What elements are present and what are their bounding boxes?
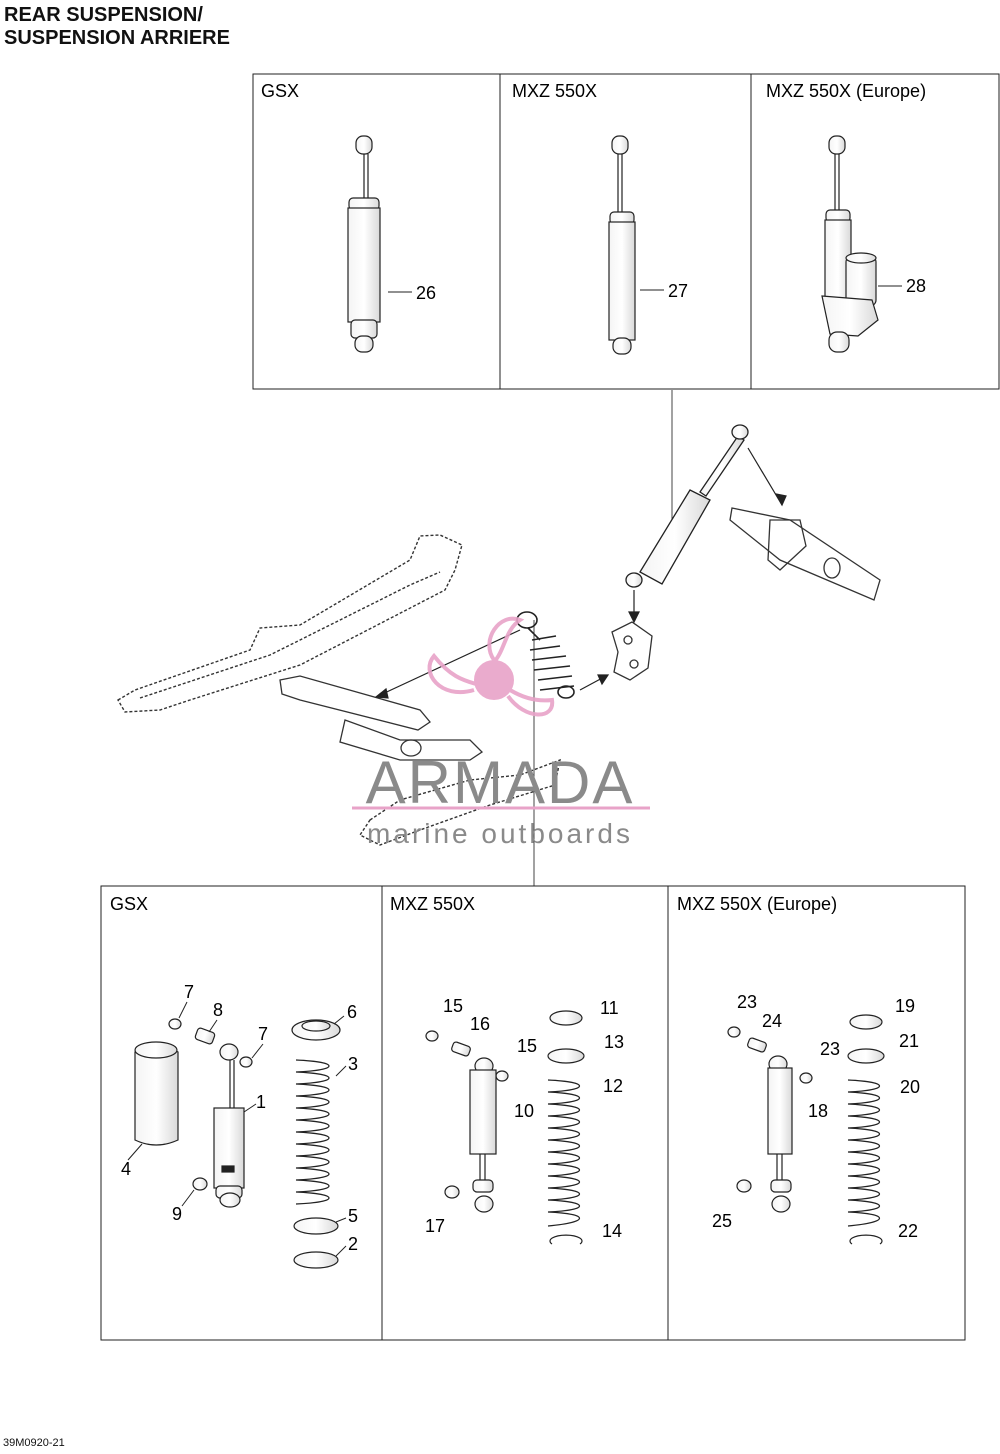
bottom-panel-3-title: MXZ 550X (Europe) — [677, 894, 837, 914]
part-label-22: 22 — [898, 1221, 918, 1241]
part-label-26: 26 — [416, 283, 436, 303]
title-english: REAR SUSPENSION/ — [4, 4, 203, 26]
mxz-europe-parts — [727, 1014, 885, 1245]
part-label-2: 2 — [348, 1234, 358, 1254]
mxz-parts — [425, 1010, 585, 1245]
bottom-panel-frame — [100, 885, 966, 1341]
page-title: REAR SUSPENSION/ SUSPENSION ARRIERE — [4, 4, 230, 50]
mxz-labels: 15 16 15 11 13 12 10 17 14 — [425, 996, 624, 1241]
part-label-11: 11 — [600, 998, 619, 1018]
watermark-brand: ARMADA — [366, 749, 635, 816]
shock-absorber-gsx — [347, 135, 381, 353]
part-label-15: 15 — [443, 996, 463, 1016]
shock-absorber-mxz-europe — [821, 135, 879, 353]
suspension-rail — [117, 534, 561, 846]
part-label-25: 25 — [712, 1211, 732, 1231]
top-panel-3-title: MXZ 550X (Europe) — [766, 81, 926, 101]
part-label-27: 27 — [668, 281, 688, 301]
assembly-arrows — [374, 447, 787, 699]
part-label-6: 6 — [347, 1002, 357, 1022]
top-panel-frame — [252, 73, 1000, 390]
part-label-23: 23 — [737, 992, 757, 1012]
title-french: SUSPENSION ARRIERE — [4, 27, 230, 49]
top-panel-group — [252, 73, 1000, 390]
top-panel-1-title: GSX — [261, 81, 299, 101]
part-label-21: 21 — [899, 1031, 919, 1051]
part-label-7: 7 — [184, 982, 194, 1002]
part-label-13: 13 — [604, 1032, 624, 1052]
part-label-10: 10 — [514, 1101, 534, 1121]
gsx-parts — [134, 1018, 341, 1269]
part-label-24: 24 — [762, 1011, 782, 1031]
bottom-leader-lines — [127, 1001, 347, 1257]
part-label-16: 16 — [470, 1014, 490, 1034]
part-label-1: 1 — [256, 1092, 266, 1112]
part-label-7: 7 — [258, 1024, 268, 1044]
part-label-12: 12 — [603, 1076, 623, 1096]
top-panel-2-title: MXZ 550X — [512, 81, 597, 101]
mxz-europe-labels: 23 24 23 19 21 20 18 25 22 — [712, 992, 920, 1241]
figure-code: 39M0920-21 — [3, 1437, 65, 1449]
shock-absorber-mxz — [608, 135, 636, 355]
part-label-23: 23 — [820, 1039, 840, 1059]
part-label-14: 14 — [602, 1221, 622, 1241]
part-label-28: 28 — [906, 276, 926, 296]
upper-shock — [625, 424, 749, 588]
part-label-3: 3 — [348, 1054, 358, 1074]
part-label-19: 19 — [895, 996, 915, 1016]
part-label-15: 15 — [517, 1036, 537, 1056]
part-label-8: 8 — [213, 1000, 223, 1020]
cross-shaft — [729, 507, 881, 601]
suspension-arm — [279, 675, 484, 761]
bottom-panel-1-title: GSX — [110, 894, 148, 914]
part-label-4: 4 — [121, 1159, 131, 1179]
part-label-5: 5 — [348, 1206, 358, 1226]
coil-over-shock — [516, 611, 575, 699]
part-label-9: 9 — [172, 1204, 182, 1224]
shock-bracket — [611, 621, 653, 681]
watermark-tagline: marine outboards — [367, 818, 633, 849]
part-label-18: 18 — [808, 1101, 828, 1121]
gsx-labels: 7 8 7 6 3 1 4 9 5 2 — [121, 982, 358, 1254]
part-label-17: 17 — [425, 1216, 445, 1236]
bottom-panel-group — [100, 885, 966, 1341]
bottom-panel-2-title: MXZ 550X — [390, 894, 475, 914]
watermark-logo — [427, 616, 555, 717]
part-label-20: 20 — [900, 1077, 920, 1097]
